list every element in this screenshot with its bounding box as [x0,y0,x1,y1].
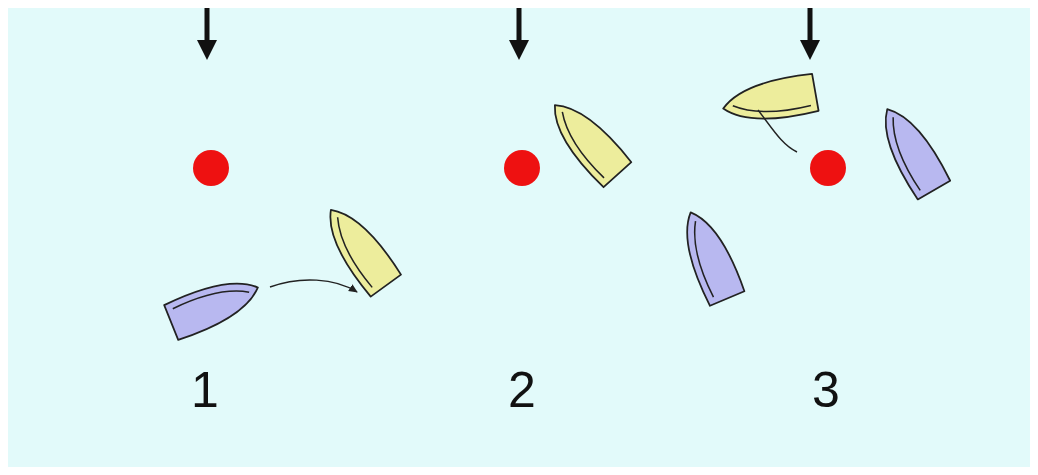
wind-arrows [197,8,820,60]
panel-number: 3 [812,365,840,415]
panel-number: 1 [191,365,219,415]
water [8,8,1030,467]
panel-number: 2 [508,365,536,415]
marks [193,150,846,186]
